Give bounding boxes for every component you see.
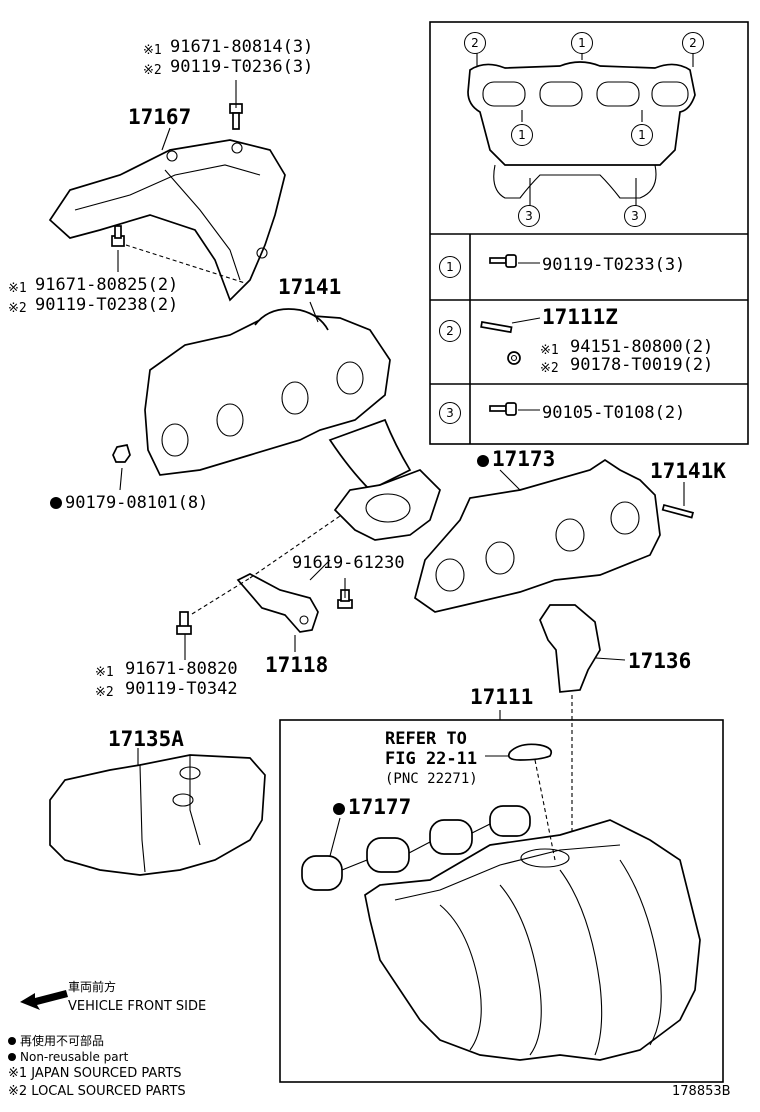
gasket-17173 bbox=[414, 458, 695, 613]
detail-callout-3: 3 bbox=[518, 205, 540, 227]
detail-part-17111Z: 17111Z bbox=[542, 305, 618, 329]
part-label-91619-61230: 91619-61230 bbox=[292, 553, 405, 573]
detail-callout-3: 3 bbox=[624, 205, 646, 227]
detail-callout-2: 2 bbox=[682, 32, 704, 54]
figure-id: 178853B bbox=[672, 1084, 731, 1099]
nut-90179 bbox=[112, 444, 131, 463]
mark-japan: ※1 bbox=[540, 343, 559, 358]
row-callout-3: 3 bbox=[439, 402, 461, 424]
detail-callout-2: 2 bbox=[464, 32, 486, 54]
mark-local: ※2 bbox=[8, 301, 27, 316]
part-label-17177: 17177 bbox=[333, 796, 411, 818]
legend-nonreuse-jp: 再使用不可部品 bbox=[8, 1034, 104, 1048]
legend-local-sourced: ※2 LOCAL SOURCED PARTS bbox=[8, 1084, 186, 1099]
mark-japan: ※1 bbox=[95, 665, 114, 680]
detail-part-90119-T0233: 90119-T0233(3) bbox=[542, 255, 686, 275]
part-label-91671-80820: 91671-80820 bbox=[125, 659, 238, 679]
mark-japan: ※1 bbox=[143, 43, 162, 58]
mark-local: ※2 bbox=[143, 63, 162, 78]
detail-part-90178-T0019: 90178-T0019(2) bbox=[570, 355, 714, 375]
part-label-17111: 17111 bbox=[470, 685, 534, 709]
row-callout-2: 2 bbox=[439, 320, 461, 342]
legend-nonreuse-en: Non-reusable part bbox=[8, 1050, 128, 1064]
part-label-17135A: 17135A bbox=[108, 727, 184, 751]
legend-front-jp: 車両前方 bbox=[68, 980, 117, 994]
part-label-91671-80825: 91671-80825(2) bbox=[35, 275, 179, 295]
part-label-90119-T0342: 90119-T0342 bbox=[125, 679, 238, 699]
refer-to-line3: (PNC 22271) bbox=[385, 771, 478, 787]
heat-insulator-17167 bbox=[48, 80, 286, 302]
legend-japan-sourced: ※1 JAPAN SOURCED PARTS bbox=[8, 1066, 182, 1081]
part-label-90179-08101: 90179-08101(8) bbox=[50, 494, 208, 512]
part-label-17141K: 17141K bbox=[650, 459, 726, 483]
refer-to-line1: REFER TO bbox=[385, 729, 467, 749]
leader-lines bbox=[119, 127, 331, 581]
part-label-90119-T0238: 90119-T0238(2) bbox=[35, 295, 179, 315]
part-label-90119-T0236: 90119-T0236(3) bbox=[170, 57, 314, 77]
part-label-17141: 17141 bbox=[278, 275, 342, 299]
bracket-17118 bbox=[176, 515, 353, 660]
detail-box bbox=[429, 21, 749, 445]
refer-to-line2: FIG 22-11 bbox=[385, 749, 478, 769]
mark-local: ※2 bbox=[95, 685, 114, 700]
part-label-17167: 17167 bbox=[128, 105, 192, 129]
detail-callout-1: 1 bbox=[571, 32, 593, 54]
gasket-17177 bbox=[301, 805, 531, 891]
row-callout-1: 1 bbox=[439, 256, 461, 278]
vehicle-front-arrow-icon bbox=[20, 990, 68, 1010]
detail-part-90105-T0108: 90105-T0108(2) bbox=[542, 403, 686, 423]
part-label-91671-80814: 91671-80814(3) bbox=[170, 37, 314, 57]
detail-callout-1: 1 bbox=[631, 124, 653, 146]
exhaust-manifold-17141 bbox=[144, 308, 441, 541]
detail-part-94151-80800: 94151-80800(2) bbox=[570, 337, 714, 357]
intake-manifold-17111 bbox=[279, 710, 724, 1083]
part-label-17173: 17173 bbox=[477, 448, 555, 470]
legend-front-en: VEHICLE FRONT SIDE bbox=[68, 999, 207, 1014]
detail-callout-1: 1 bbox=[511, 124, 533, 146]
engine-cover-17135A bbox=[49, 748, 266, 876]
part-label-17136: 17136 bbox=[628, 649, 692, 673]
part-label-17118: 17118 bbox=[265, 653, 329, 677]
mark-japan: ※1 bbox=[8, 281, 27, 296]
mark-local: ※2 bbox=[540, 361, 559, 376]
